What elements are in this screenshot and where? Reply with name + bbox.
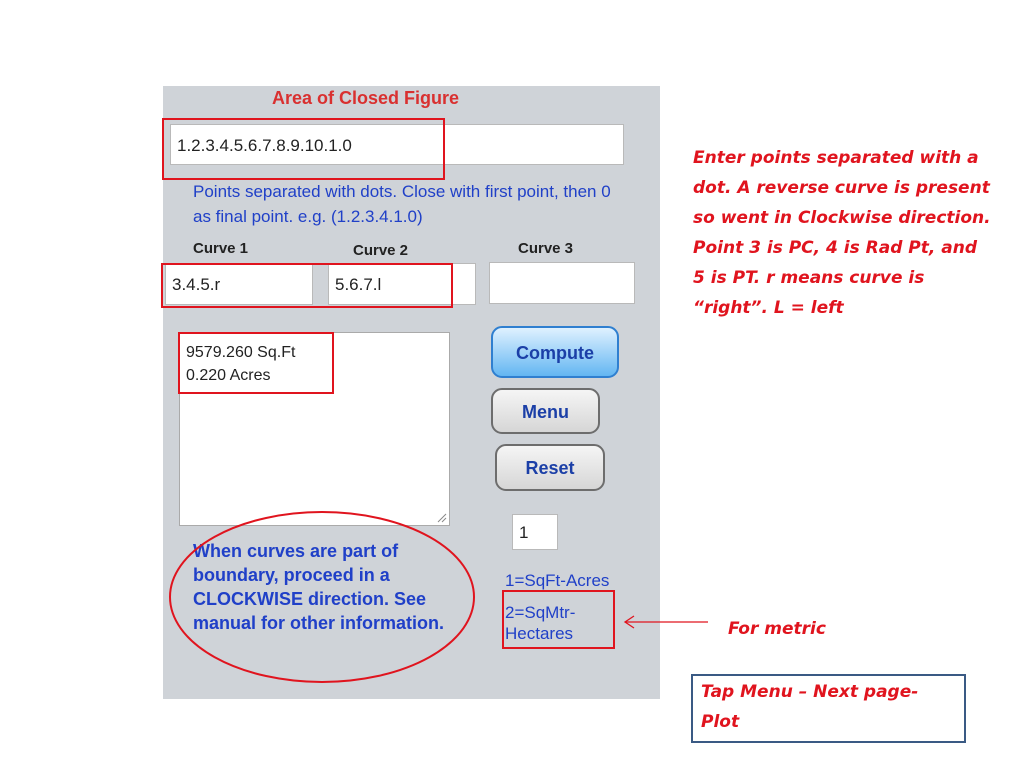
clockwise-warning: When curves are part of boundary, procee… xyxy=(193,541,445,633)
points-input[interactable]: 1.2.3.4.5.6.7.8.9.10.1.0 xyxy=(170,124,624,165)
resize-grip-icon[interactable] xyxy=(437,513,447,523)
annotation-points-note: Enter points separated with a dot. A rev… xyxy=(693,148,991,318)
curve2-label: Curve 2 xyxy=(353,242,409,259)
highlight-metric-box xyxy=(502,590,615,649)
curve3-label: Curve 3 xyxy=(518,240,574,257)
unit-option-metric: 2=SqMtr- Hectares xyxy=(505,603,576,643)
highlight-curves-box xyxy=(161,263,453,308)
unit-input[interactable]: 1 xyxy=(512,514,558,550)
reset-button[interactable]: Reset xyxy=(495,444,605,491)
highlight-warning-ellipse xyxy=(169,511,475,683)
highlight-points-box xyxy=(162,118,445,180)
result-textarea[interactable]: 9579.260 Sq.Ft 0.220 Acres xyxy=(179,332,450,526)
compute-button[interactable]: Compute xyxy=(491,326,619,378)
metric-arrow-head-icon xyxy=(623,615,635,629)
points-hint: Points separated with dots. Close with f… xyxy=(193,182,611,226)
app-title: Area of Closed Figure xyxy=(272,88,460,108)
curve3-input[interactable] xyxy=(489,262,635,304)
result-line-sqft: 9579.260 Sq.Ft xyxy=(186,344,296,361)
curve1-label: Curve 1 xyxy=(193,240,249,257)
menu-button[interactable]: Menu xyxy=(491,388,600,434)
curve1-input[interactable]: 3.4.5.r xyxy=(165,263,313,305)
result-line-acres: 0.220 Acres xyxy=(186,367,271,384)
highlight-result-box xyxy=(178,332,334,394)
unit-option-sqft: 1=SqFt-Acres xyxy=(505,571,610,590)
annotation-tap-menu-note: Tap Menu – Next page- Plot xyxy=(691,674,966,743)
annotation-metric-note: For metric xyxy=(728,619,826,639)
